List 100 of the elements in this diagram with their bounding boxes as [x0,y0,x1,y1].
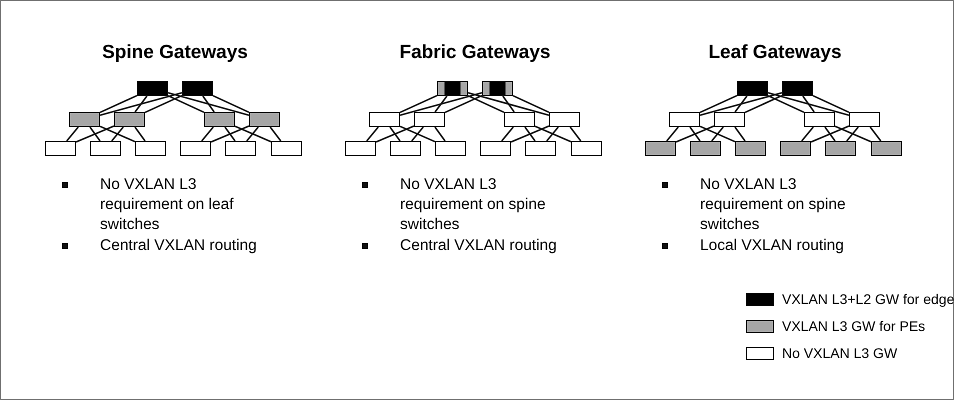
spine-switch [414,112,445,127]
link-line [501,126,514,142]
link-line [870,126,882,142]
leaf-switch [225,141,256,156]
link-line [846,126,859,142]
gateway-switch [437,81,468,96]
link-line [734,126,746,142]
link-line [502,96,515,112]
link-line [224,126,236,142]
link-line [400,92,482,116]
spine-switch [549,112,580,127]
link-line [89,126,101,142]
link-line [210,125,250,143]
section-heading: Fabric Gateways [398,42,552,64]
link-line [510,125,550,143]
link-line [100,94,138,114]
link-line [376,125,414,143]
spine-switch [69,112,100,127]
link-line [434,126,446,142]
link-line [444,94,482,114]
link-line [246,126,259,142]
bullet-text: Central VXLAN routing [400,236,558,256]
link-line [524,126,536,142]
link-line [366,126,379,142]
link-line [812,94,850,114]
bullet-text: Local VXLAN routing [700,236,845,256]
leaf-switch [571,141,602,156]
link-line [134,126,146,142]
link-line [666,126,679,142]
leaf-switch [435,141,466,156]
leaf-switch [271,141,302,156]
gateway-switch [182,81,213,96]
link-line [834,125,872,143]
link-line [744,94,782,114]
link-line [700,94,738,114]
legend-text: VXLAN L3+L2 GW for edge [782,291,954,307]
spine-switch [114,112,145,127]
spine-switch [714,112,745,127]
bullet-text: No VXLAN L3 requirement on spine switches [400,175,547,235]
leaf-switch [135,141,166,156]
link-line [676,125,714,143]
link-line [570,126,582,142]
leaf-switch [180,141,211,156]
link-line [76,125,114,143]
leaf-switch [645,141,676,156]
bullet-text: No VXLAN L3 requirement on leaf switches [100,175,235,235]
link-line [134,96,148,112]
bullet-text: Central VXLAN routing [100,236,258,256]
spine-switch [504,112,535,127]
link-line [512,94,550,114]
leaf-switch [90,141,121,156]
leaf-switch [690,141,721,156]
link-line [202,96,215,112]
section-heading: Spine Gateways [101,42,249,64]
link-line [824,126,836,142]
link-line [801,126,814,142]
link-line [111,126,124,142]
leaf-switch [45,141,76,156]
link-line [700,92,782,116]
link-line [534,125,572,143]
link-line [411,126,424,142]
link-line [100,126,136,142]
link-line [734,96,748,112]
leaf-switch [825,141,856,156]
gateway-switch [482,81,513,96]
leaf-switch [871,141,902,156]
link-line [144,94,182,114]
link-line [434,96,448,112]
link-line [546,126,559,142]
spine-switch [204,112,235,127]
link-line [270,126,282,142]
legend-text: No VXLAN L3 GW [782,345,898,361]
legend-text: VXLAN L3 GW for PEs [782,318,926,334]
link-line [168,94,204,114]
link-line [700,126,736,142]
gateway-switch [137,81,168,96]
gateway-switch [737,81,768,96]
leaf-switch [735,141,766,156]
leaf-switch [525,141,556,156]
link-line [468,92,550,116]
link-line [711,126,724,142]
link-line [212,94,250,114]
link-line [168,92,250,116]
link-line [810,125,850,143]
leaf-switch [780,141,811,156]
link-line [234,125,272,143]
leaf-switch [480,141,511,156]
link-line [389,126,401,142]
spine-switch [249,112,280,127]
spine-switch [849,112,880,127]
link-line [689,126,701,142]
gateway-switch [782,81,813,96]
link-line [768,92,850,116]
spine-switch [369,112,400,127]
spine-switch [669,112,700,127]
leaf-switch [390,141,421,156]
link-line [201,126,214,142]
leaf-switch [345,141,376,156]
link-line [66,126,79,142]
link-line [768,94,804,114]
